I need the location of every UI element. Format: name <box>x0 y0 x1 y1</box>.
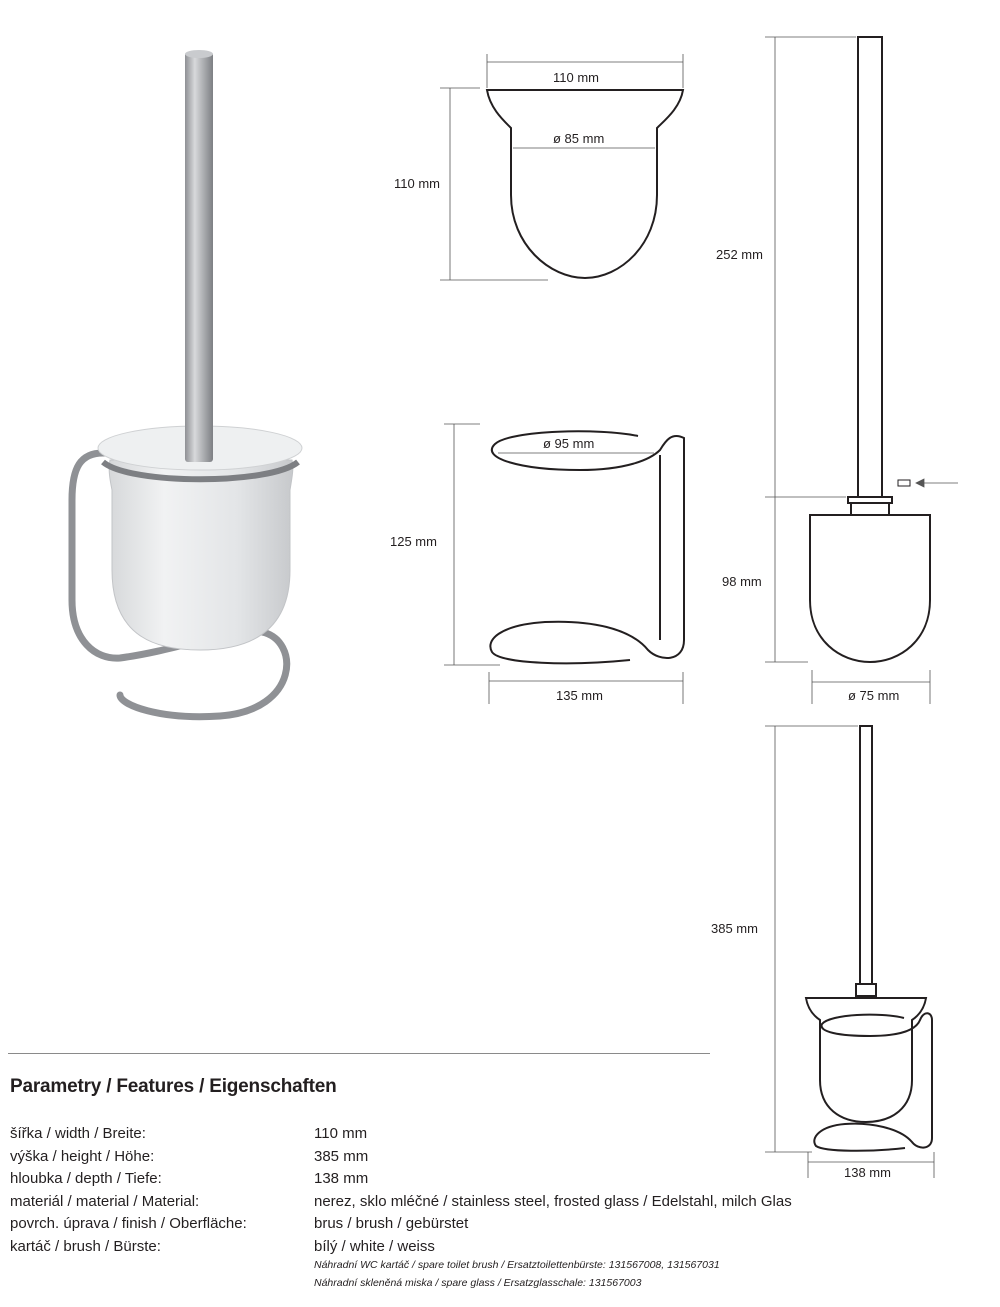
total-depth-label: 138 mm <box>844 1165 891 1180</box>
assembly-drawing <box>804 725 933 1152</box>
brush-drawing <box>809 36 931 664</box>
spec-value: 110 mm <box>314 1125 368 1142</box>
holder-ring-diameter-label: ø 95 mm <box>543 436 594 451</box>
holder-dimensions <box>444 423 684 704</box>
holder-height-label: 125 mm <box>390 534 437 549</box>
brush-head-diameter-label: ø 75 mm <box>848 688 899 703</box>
spec-value: brus / brush / gebürstet <box>314 1215 469 1232</box>
spec-value: 385 mm <box>314 1147 369 1165</box>
spec-value: 138 mm <box>314 1170 369 1187</box>
spec-label: hloubka / depth / Tiefe: <box>10 1170 162 1187</box>
spare-glass-note: Náhradní skleněná miska / spare glass / … <box>314 1277 642 1289</box>
spec-row-brush: kartáč / brush / Bürste: bílý / white / … <box>10 1238 840 1261</box>
spec-value: bílý / white / weiss <box>314 1237 435 1255</box>
spare-brush-note: Náhradní WC kartáč / spare toilet brush … <box>314 1259 720 1271</box>
assembly-dimensions <box>765 725 935 1178</box>
spec-label: materiál / material / Material: <box>10 1192 200 1210</box>
spec-row-depth: hloubka / depth / Tiefe: 138 mm <box>10 1170 840 1193</box>
spec-row-height: výška / height / Höhe: 385 mm <box>10 1148 840 1171</box>
spec-label: kartáč / brush / Bürste: <box>10 1237 161 1255</box>
product-photo <box>68 50 303 721</box>
brush-detail-marker <box>897 479 911 487</box>
spec-value: nerez, sklo mléčné / stainless steel, fr… <box>314 1192 792 1210</box>
brush-head-height-label: 98 mm <box>722 574 762 589</box>
total-height-label: 385 mm <box>711 921 758 936</box>
parameters-heading: Parametry / Features / Eigenschaften <box>10 1076 337 1097</box>
spec-label: povrch. úprava / finish / Oberfläche: <box>10 1215 247 1232</box>
cup-height-label: 110 mm <box>394 176 440 191</box>
spec-row-width: šířka / width / Breite: 110 mm <box>10 1125 840 1148</box>
spec-row-material: materiál / material / Material: nerez, s… <box>10 1193 840 1216</box>
section-divider <box>8 1053 710 1054</box>
spec-label: šířka / width / Breite: <box>10 1125 146 1142</box>
brush-length-label: 252 mm <box>716 247 763 262</box>
brush-dimensions <box>765 36 958 704</box>
holder-drawing <box>489 430 685 665</box>
holder-width-label: 135 mm <box>556 688 603 703</box>
cup-dimensions <box>440 54 684 281</box>
spec-label: výška / height / Höhe: <box>10 1147 155 1165</box>
spec-row-finish: povrch. úprava / finish / Oberfläche: br… <box>10 1215 840 1238</box>
cup-drawing <box>485 89 685 280</box>
cup-width-label: 110 mm <box>553 70 599 85</box>
parameters-table: šířka / width / Breite: 110 mm výška / h… <box>10 1125 840 1260</box>
cup-inner-diameter-label: ø 85 mm <box>553 131 604 146</box>
